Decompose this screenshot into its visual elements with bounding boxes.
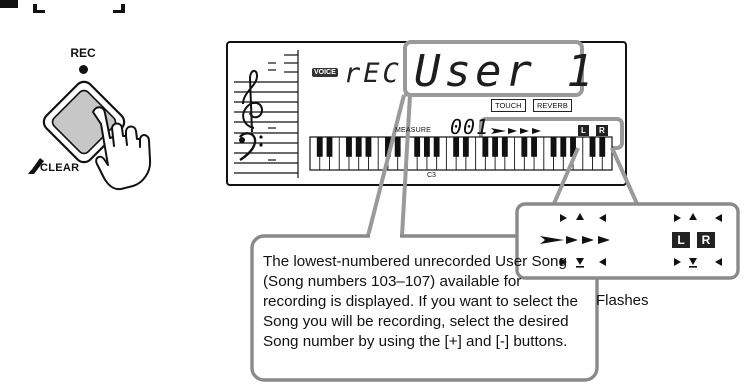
flashes-caption: Flashes bbox=[596, 292, 649, 309]
callout-box bbox=[250, 234, 599, 382]
black-key bbox=[570, 137, 576, 157]
black-key bbox=[346, 137, 352, 157]
rec-indicator-dot bbox=[79, 65, 88, 74]
key-c3-label: C3 bbox=[427, 172, 436, 179]
pen-icon bbox=[28, 158, 44, 174]
flash-right-indicator: R bbox=[697, 232, 715, 248]
bass-clef-icon bbox=[239, 132, 263, 161]
heading-fragment bbox=[0, 0, 125, 13]
track-left-indicator: L bbox=[578, 125, 589, 136]
black-key bbox=[355, 137, 362, 157]
black-key bbox=[433, 137, 440, 157]
callout-pointer bbox=[366, 93, 412, 237]
black-key bbox=[531, 137, 537, 157]
black-key bbox=[414, 137, 421, 157]
black-key bbox=[326, 137, 333, 157]
black-key bbox=[550, 137, 557, 157]
lcd-keyboard bbox=[309, 136, 613, 171]
reverb-tag: REVERB bbox=[533, 99, 572, 112]
black-key bbox=[316, 137, 323, 157]
voice-tag: VOICE bbox=[312, 68, 338, 77]
flashing-arrow-indicators bbox=[540, 213, 722, 268]
black-key bbox=[599, 137, 606, 157]
black-key bbox=[462, 137, 469, 157]
flash-panel bbox=[515, 202, 740, 280]
song-highlight-frame bbox=[403, 40, 584, 97]
song-name-readout: User 1 bbox=[414, 46, 597, 97]
pressing-hand-icon bbox=[92, 106, 152, 191]
track-right-indicator: R bbox=[596, 125, 608, 136]
track-arrows-small bbox=[491, 128, 541, 134]
black-key bbox=[589, 137, 596, 157]
black-key bbox=[560, 137, 567, 157]
black-key bbox=[385, 137, 391, 157]
flash-pointer bbox=[551, 147, 640, 207]
black-key bbox=[521, 137, 528, 157]
touch-tag: TOUCH bbox=[491, 99, 526, 112]
flash-left-indicator: L bbox=[672, 232, 690, 248]
mode-readout: rEC bbox=[344, 58, 402, 89]
measure-label: MEASURE bbox=[395, 127, 432, 134]
black-key bbox=[423, 137, 430, 157]
treble-clef-icon bbox=[242, 70, 264, 133]
measure-readout: 001 bbox=[450, 115, 490, 139]
rec-label: REC bbox=[70, 46, 96, 60]
clear-label: CLEAR bbox=[40, 162, 80, 174]
black-key bbox=[482, 137, 489, 157]
black-key bbox=[492, 137, 499, 157]
black-key bbox=[501, 137, 508, 157]
black-key bbox=[453, 137, 460, 157]
black-key bbox=[394, 137, 401, 157]
callout-text: The lowest-numbered unrecorded User Song… bbox=[263, 253, 578, 350]
black-key bbox=[365, 137, 372, 157]
keyboard-outline bbox=[309, 136, 613, 171]
